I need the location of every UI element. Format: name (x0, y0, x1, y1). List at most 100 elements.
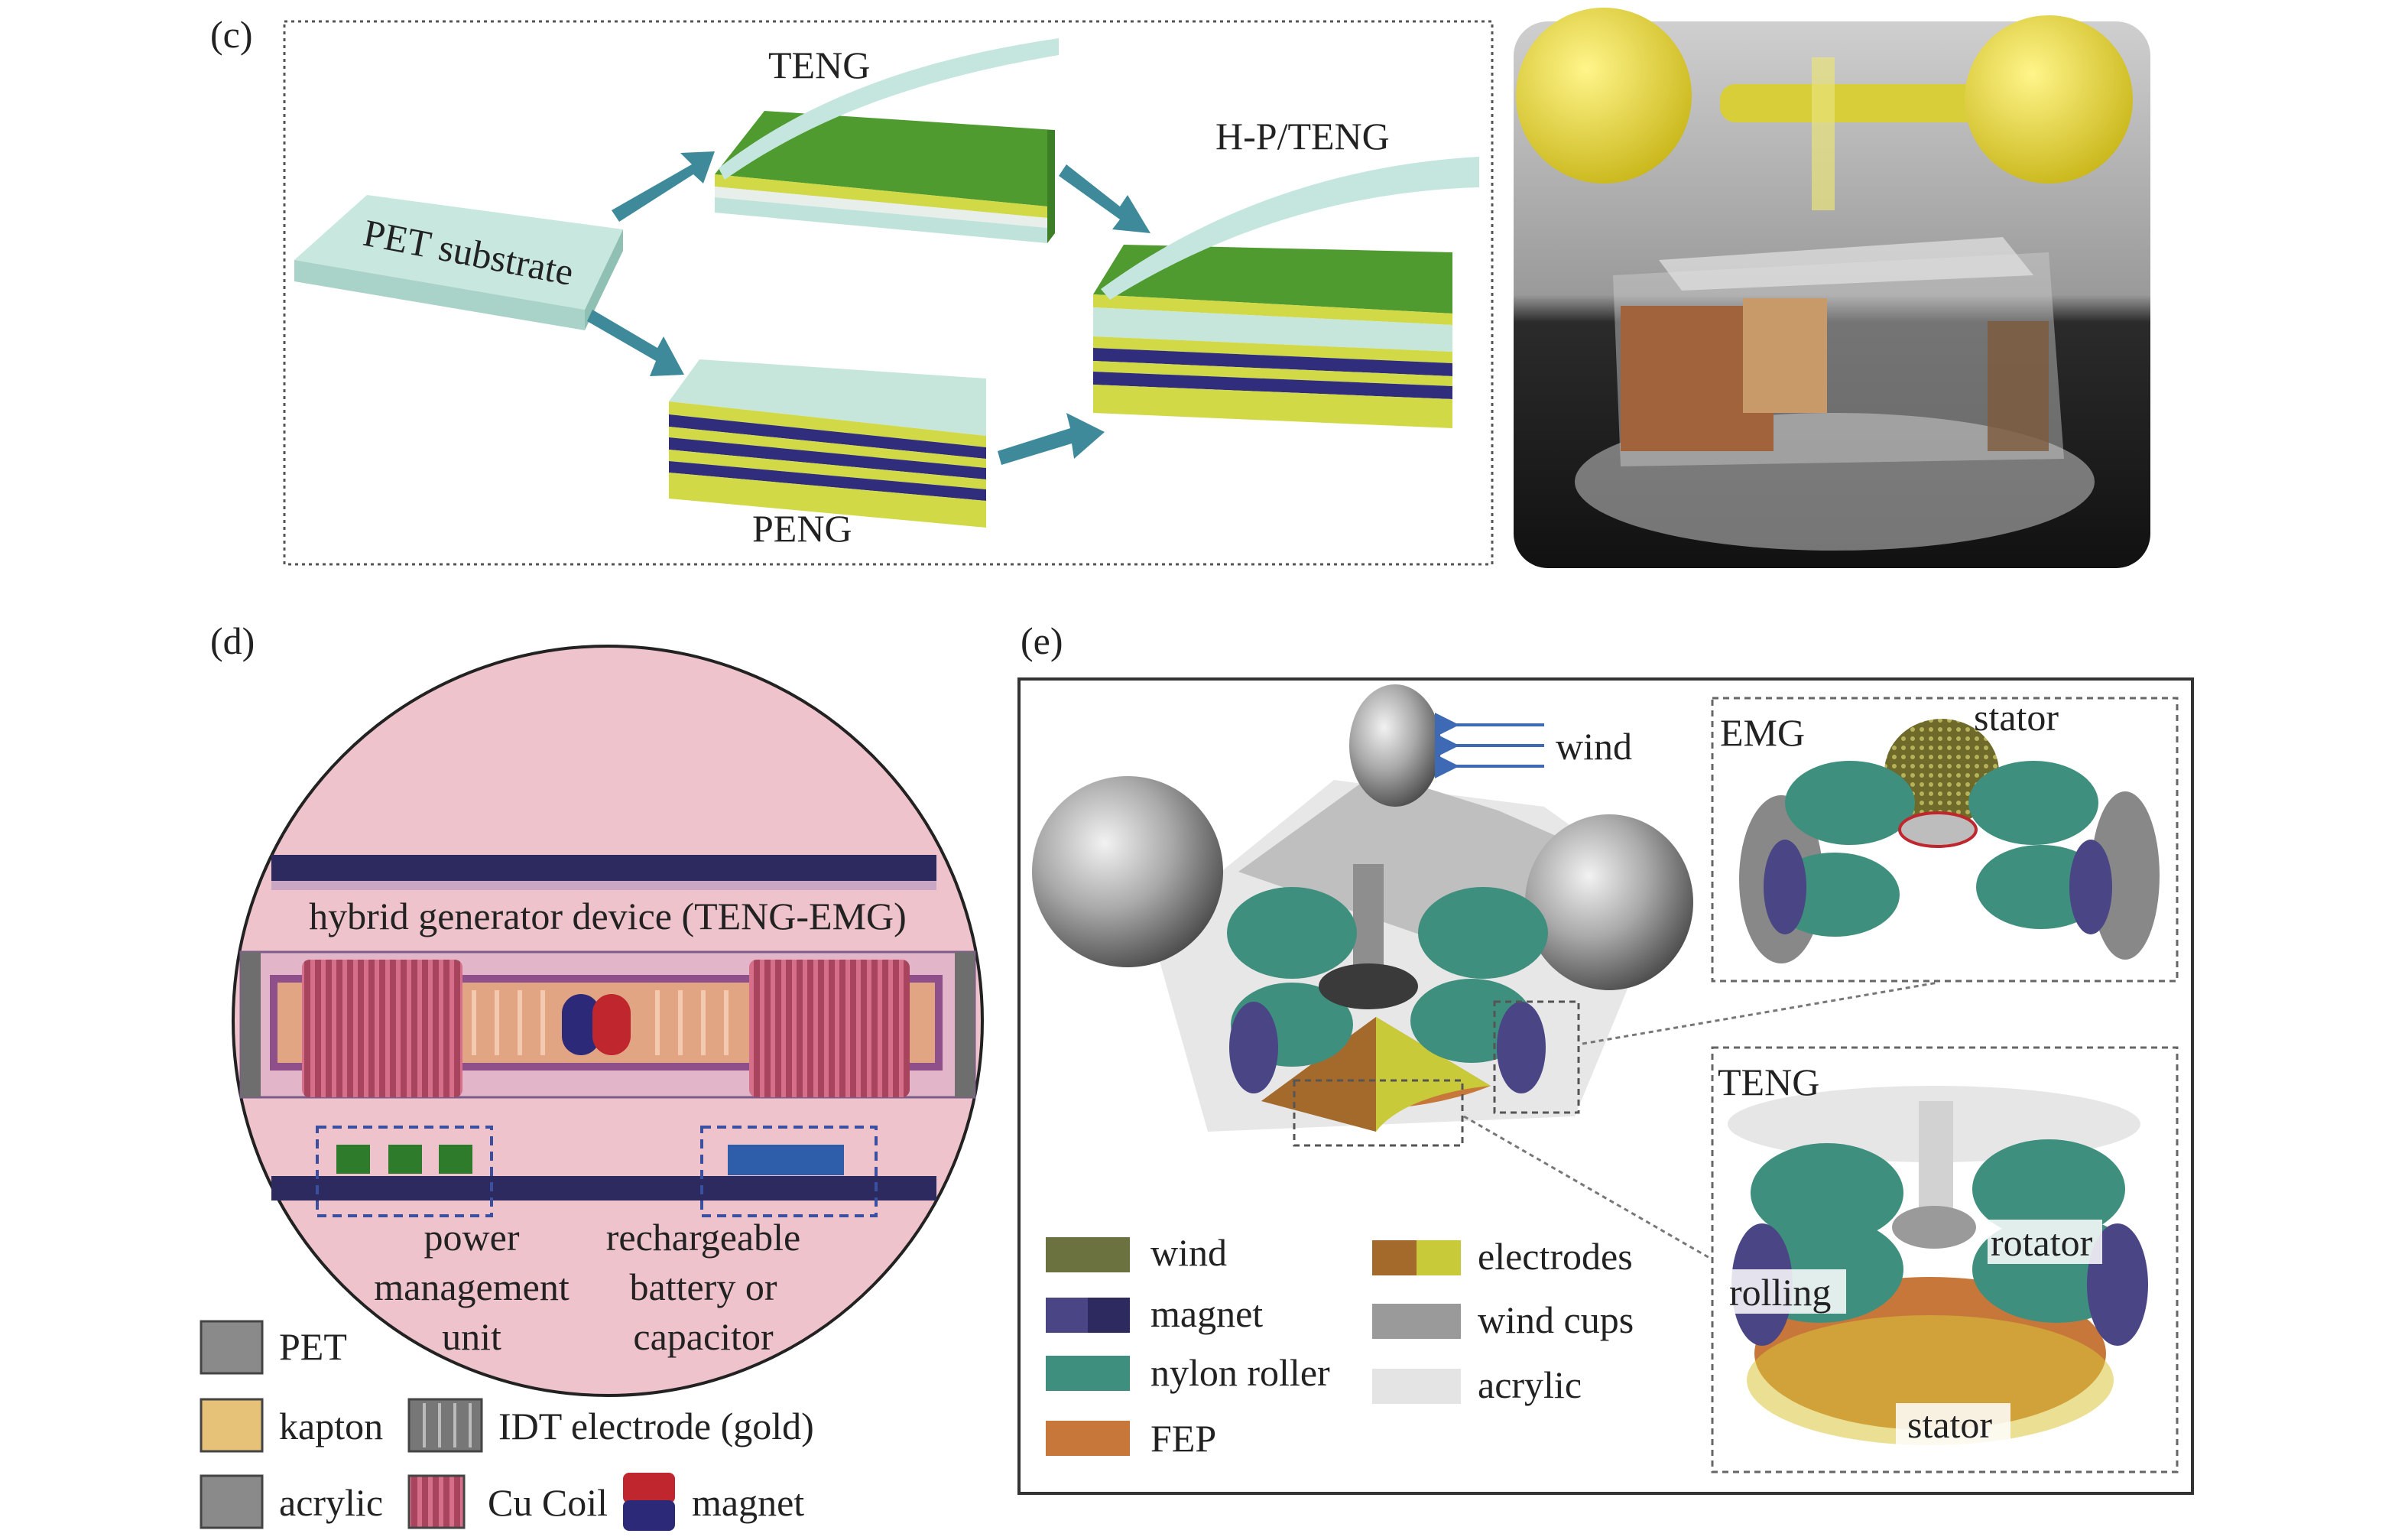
legend-wind-swatch (1046, 1237, 1130, 1272)
photo-arm (1720, 84, 2041, 122)
photo-yellow-cup-left (1516, 8, 1692, 184)
left-acrylic-cap (241, 952, 261, 1097)
battery-line-1: rechargeable (606, 1216, 800, 1259)
panel-c-label: (c) (210, 13, 253, 56)
emg-zoom-box (1493, 1000, 1580, 1114)
teng-electrode-ring (1747, 1315, 2114, 1445)
photo-side-coil (1988, 321, 2049, 451)
battery-block (728, 1145, 844, 1175)
legend-pet-swatch (200, 1320, 264, 1375)
pmu-chip-1 (336, 1145, 370, 1174)
zoom-line-teng (1463, 1115, 1717, 1263)
legend-fep-swatch (1046, 1421, 1130, 1456)
teng-inset-label: TENG (1718, 1061, 1819, 1103)
rotator-label: rotator (1991, 1221, 2093, 1264)
pmu-box (316, 1126, 493, 1217)
panel-d: (d) hybrid generator device (TENG-EMG) (200, 619, 984, 1531)
panel-e: (e) (1017, 619, 2194, 1495)
legend-wind-cups-label: wind cups (1478, 1298, 1634, 1341)
pmu-chip-3 (439, 1145, 472, 1174)
arrow-pet-to-peng (587, 310, 684, 376)
wind-cup-left (1032, 776, 1223, 967)
idt-fingers (472, 990, 729, 1055)
hp-teng-label: H-P/TENG (1215, 115, 1390, 158)
roller-1 (1227, 887, 1357, 979)
right-acrylic-cap (955, 952, 975, 1097)
wind-arrows (1435, 713, 1544, 778)
panel-c-frame (283, 20, 1494, 566)
legend-kapton-label: kapton (279, 1405, 383, 1447)
legend-acrylic-e-label: acrylic (1478, 1363, 1582, 1406)
electrode-sector-dark (1261, 1017, 1376, 1132)
legend-cu-coil-swatch (407, 1474, 466, 1529)
process-arrows (587, 151, 1150, 465)
photo-shaft (1812, 57, 1835, 210)
magnet-end-left (1229, 1002, 1278, 1093)
photo-yellow-cup-right (1965, 15, 2133, 184)
legend-acrylic-label: acrylic (279, 1481, 383, 1524)
wind-cup-right (1525, 814, 1693, 990)
top-pet-bar (271, 855, 936, 881)
teng-hub (1892, 1206, 1976, 1249)
photo-top-plate (1659, 237, 2033, 291)
legend-pet-label: PET (279, 1325, 347, 1368)
panel-d-legend: PET kapton IDT electrode (gold) acrylic … (200, 1320, 814, 1531)
bottom-pet-bar (271, 1176, 936, 1200)
panel-d-label: (d) (210, 619, 255, 662)
legend-idt-swatch (407, 1398, 483, 1453)
panel-e-frame (1017, 677, 2194, 1495)
zoom-line-emg (1582, 981, 1939, 1045)
pmu-line-1: power (424, 1216, 520, 1259)
emg-hub (1898, 811, 1978, 848)
legend-electrodes-swatch (1372, 1240, 1461, 1275)
legend-idt-label: IDT electrode (gold) (498, 1405, 814, 1447)
legend-nylon-swatch (1046, 1356, 1130, 1391)
hp-teng-stack (1093, 157, 1479, 428)
panel-e-label: (e) (1021, 619, 1063, 662)
device-title: hybrid generator device (TENG-EMG) (309, 895, 907, 937)
battery-line-2: battery or (630, 1265, 777, 1308)
pmu-chip-2 (388, 1145, 422, 1174)
rotator-label-bg (1988, 1220, 2102, 1264)
emg-roller-2 (1968, 761, 2098, 845)
peng-label: PENG (752, 507, 852, 550)
main-render (1032, 684, 1939, 1263)
legend-electrodes-label: electrodes (1478, 1235, 1633, 1278)
legend-magnet-e-label: magnet (1150, 1292, 1263, 1335)
hub (1319, 963, 1418, 1009)
electrode-sector (1376, 1017, 1491, 1132)
emg-coil-right (2091, 791, 2160, 960)
coil-left (302, 960, 462, 1097)
wind-label: wind (1556, 725, 1632, 768)
stator-label-bg (1896, 1403, 2010, 1447)
photo-copper-plate (1743, 298, 1827, 413)
legend-magnet-label: magnet (692, 1481, 804, 1524)
legend-wind-label: wind (1150, 1231, 1227, 1274)
arrow-peng-to-hybrid (998, 413, 1105, 465)
teng-flap (719, 38, 1059, 180)
teng-roller-2 (1972, 1139, 2125, 1239)
panel-e-legend: wind magnet nylon roller FEP electrodes … (1046, 1231, 1634, 1460)
battery-line-3: capacitor (633, 1315, 774, 1358)
emg-label: EMG (1720, 711, 1805, 754)
teng-label: TENG (768, 44, 870, 86)
legend-cu-coil-label: Cu Coil (488, 1481, 608, 1524)
magnet-piece (562, 994, 631, 1055)
emg-stator-label: stator (1974, 696, 2059, 739)
legend-magnet-e-swatch (1046, 1298, 1130, 1333)
teng-roller-1 (1751, 1143, 1903, 1243)
emg-inset: EMG stator (1711, 696, 2179, 983)
legend-fep-label: FEP (1150, 1417, 1216, 1460)
legend-acrylic-e-swatch (1372, 1369, 1461, 1404)
legend-acrylic-swatch (200, 1474, 264, 1529)
hp-teng-flap (1101, 157, 1479, 300)
device-photo (1514, 8, 2150, 568)
peng-stack (669, 359, 986, 528)
battery-box (700, 1126, 878, 1217)
teng-stack (715, 38, 1059, 243)
panel-c: (c) PET substrate TENG PENG H-P/TENG (210, 13, 1494, 566)
legend-wind-cups-swatch (1372, 1304, 1461, 1339)
emg-magnet-left (1764, 840, 1806, 934)
pmu-line-3: unit (442, 1315, 501, 1358)
